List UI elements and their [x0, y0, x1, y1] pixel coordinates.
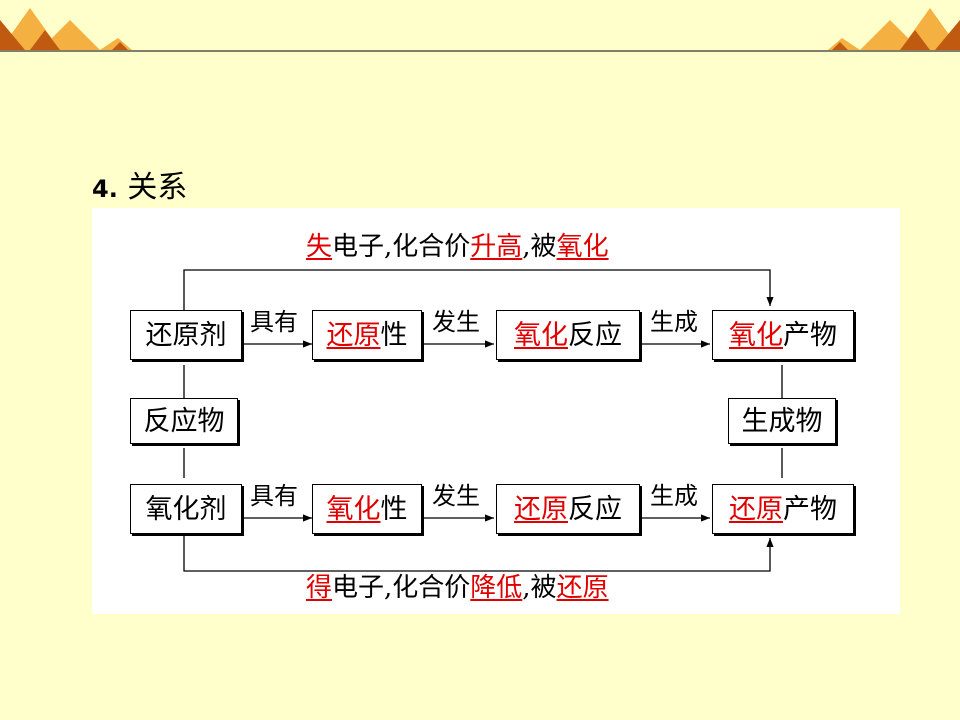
plain-text: ,被 — [522, 573, 557, 603]
box-oxidation-reaction: 氧化反应 — [496, 310, 640, 360]
highlight-text: 还原 — [514, 493, 568, 525]
right-triangle-2 — [935, 20, 960, 50]
highlight-text: 失 — [306, 232, 333, 262]
left-triangle-6 — [112, 42, 128, 50]
left-triangle-3 — [40, 20, 100, 50]
plain-text: 反应 — [568, 493, 622, 525]
section-title: 关系 — [127, 170, 188, 205]
box-oxidant: 氧化剂 — [130, 484, 242, 534]
highlight-text: 还原 — [729, 493, 783, 525]
box-products: 生成物 — [728, 398, 836, 444]
highlight-text: 还原 — [556, 573, 609, 603]
highlight-text: 得 — [306, 573, 333, 603]
plain-text: 反应物 — [143, 405, 225, 437]
label-have-bottom: 具有 — [250, 482, 298, 510]
plain-text: 性 — [380, 493, 408, 525]
highlight-text: 还原 — [326, 319, 381, 351]
left-triangle-2 — [0, 20, 25, 50]
box-reduction-product: 还原产物 — [712, 484, 854, 534]
bottom-caption: 得电子,化合价降低,被还原 — [306, 575, 609, 601]
decorative-banner — [0, 8, 960, 52]
label-produce-top: 生成 — [650, 308, 698, 336]
relationship-diagram: 失电子,化合价升高,被氧化 得电子,化合价降低,被还原 还原剂 还原性 氧化反应… — [92, 208, 900, 614]
bottom-loop-arrow — [183, 534, 774, 572]
box-reduction-reaction: 还原反应 — [496, 484, 640, 534]
plain-text: 电子,化合价 — [332, 573, 471, 603]
right-triangle-6 — [832, 42, 848, 50]
right-triangle-4 — [900, 30, 930, 50]
section-heading: 4. 关系 — [92, 162, 187, 206]
highlight-text: 氧化 — [556, 232, 609, 262]
highlight-text: 升高 — [470, 232, 523, 262]
plain-text: 性 — [380, 319, 408, 351]
top-loop-arrow — [183, 269, 774, 310]
connector-lines — [183, 269, 783, 572]
label-produce-bottom: 生成 — [650, 482, 698, 510]
highlight-text: 氧化 — [326, 493, 381, 525]
highlight-text: 降低 — [470, 573, 523, 603]
plain-text: 反应 — [568, 319, 622, 351]
plain-text: ,被 — [522, 232, 557, 262]
plain-text: 生成物 — [741, 405, 823, 437]
plain-text: 产物 — [783, 319, 837, 351]
box-oxidation-product: 氧化产物 — [712, 310, 854, 360]
plain-text: 产物 — [783, 493, 837, 525]
label-undergo-top: 发生 — [432, 308, 480, 336]
plain-text: 还原剂 — [145, 319, 227, 351]
box-reductant: 还原剂 — [130, 310, 242, 360]
box-reactants: 反应物 — [130, 398, 238, 444]
plain-text: 氧化剂 — [145, 493, 227, 525]
highlight-text: 氧化 — [514, 319, 568, 351]
label-undergo-bottom: 发生 — [432, 482, 480, 510]
box-reducibility: 还原性 — [312, 310, 422, 360]
box-oxidizability: 氧化性 — [312, 484, 422, 534]
section-number: 4. — [92, 175, 118, 203]
plain-text: 电子,化合价 — [332, 232, 471, 262]
top-caption: 失电子,化合价升高,被氧化 — [306, 234, 609, 260]
label-have-top: 具有 — [250, 308, 298, 336]
right-triangle-3 — [860, 20, 920, 50]
highlight-text: 氧化 — [729, 319, 783, 351]
left-triangle-4 — [30, 30, 60, 50]
